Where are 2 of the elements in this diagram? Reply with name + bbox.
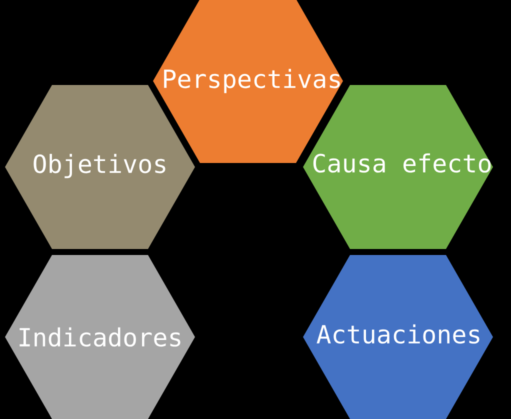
hexagon: Indicadores xyxy=(5,255,195,419)
hexagon: Actuaciones xyxy=(303,255,493,419)
